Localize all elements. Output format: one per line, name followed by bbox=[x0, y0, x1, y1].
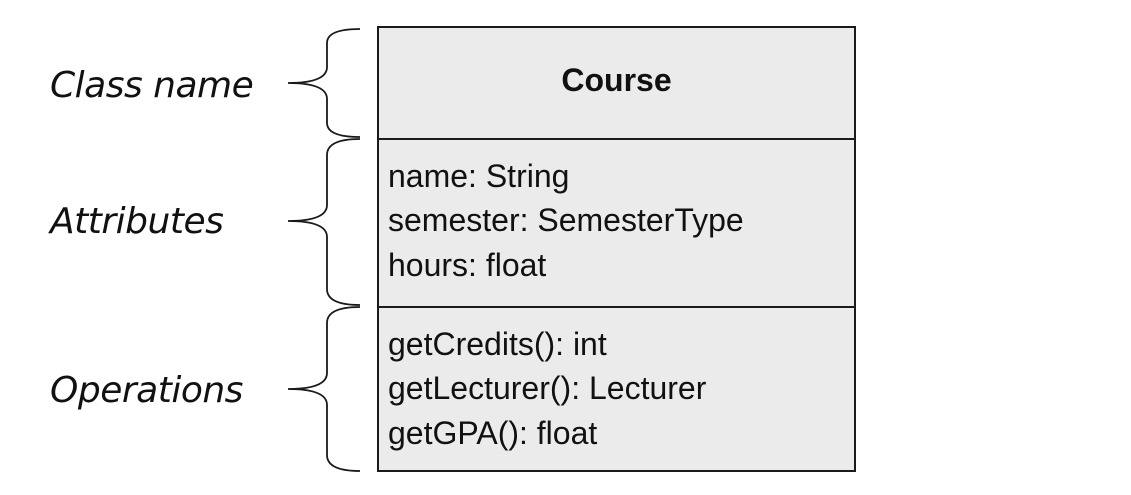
attribute-item: semester: SemesterType bbox=[388, 202, 744, 238]
brace-attributes bbox=[287, 138, 361, 306]
brace-operations bbox=[287, 306, 361, 472]
class-box: Course name: String semester: SemesterTy… bbox=[377, 26, 856, 472]
operation-item: getCredits(): int bbox=[388, 326, 607, 362]
operation-item: getLecturer(): Lecturer bbox=[388, 370, 707, 406]
attribute-item: hours: float bbox=[388, 247, 546, 283]
label-operations: Operations bbox=[50, 370, 243, 411]
attribute-item: name: String bbox=[388, 158, 569, 194]
class-box-frame bbox=[377, 26, 856, 472]
class-title: Course bbox=[561, 62, 671, 98]
label-attributes: Attributes bbox=[48, 201, 223, 242]
label-class-name: Class name bbox=[50, 65, 253, 106]
brace-class-name bbox=[287, 28, 361, 138]
operation-item: getGPA(): float bbox=[388, 415, 597, 451]
